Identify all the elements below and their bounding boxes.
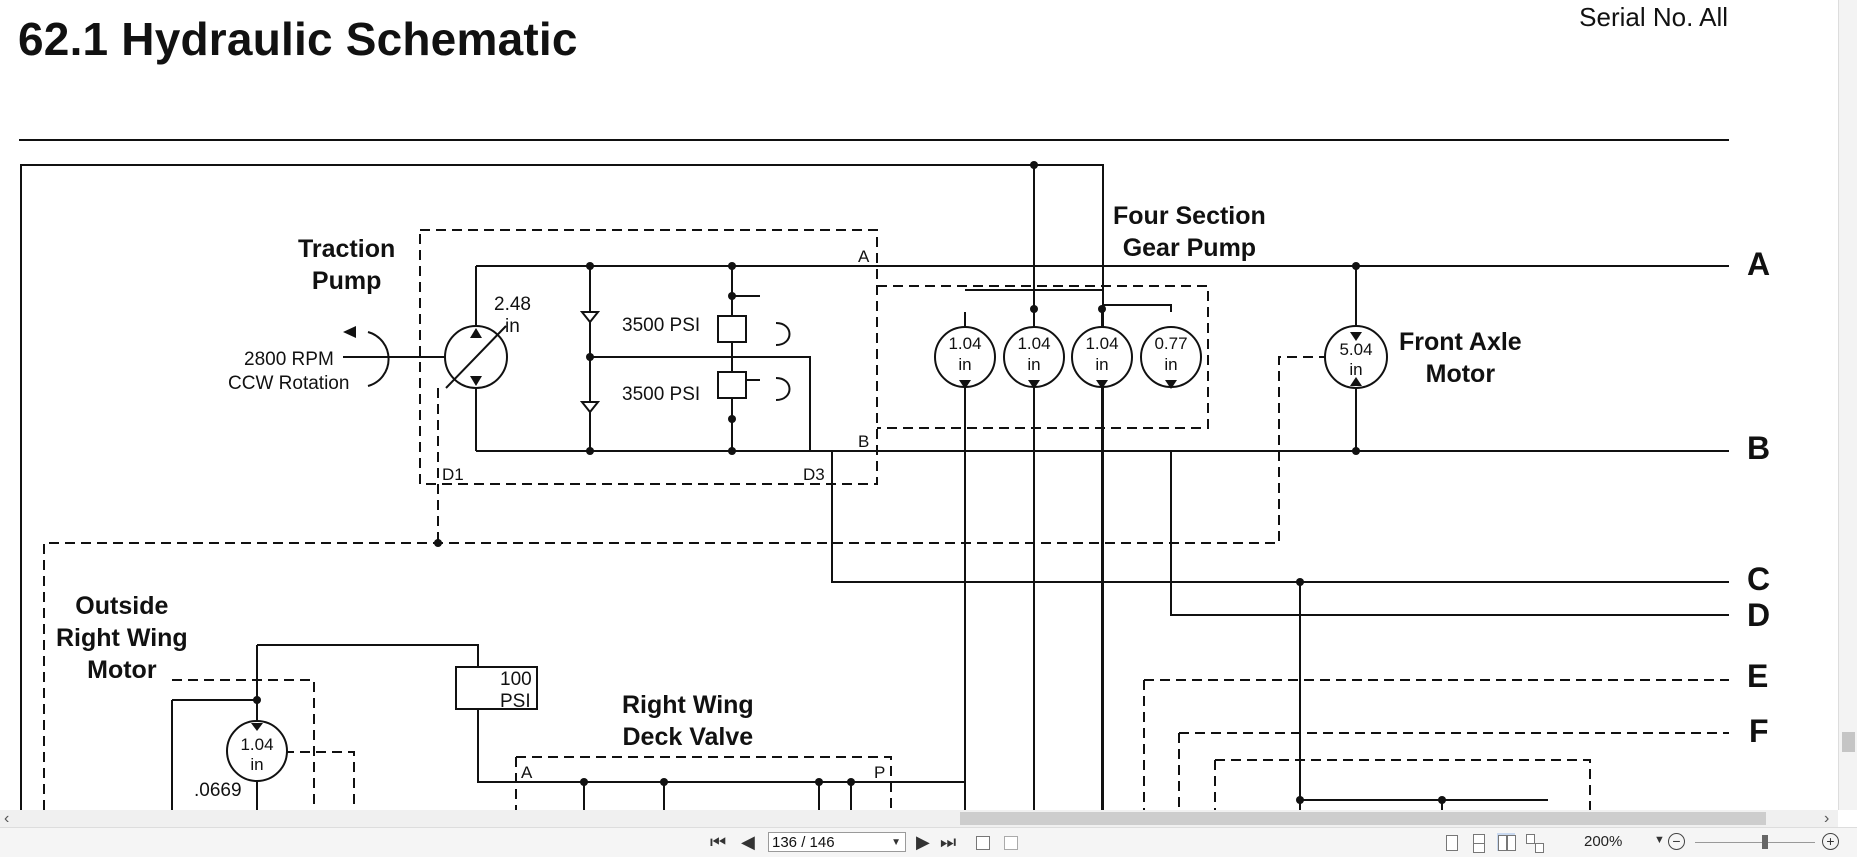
port-b: B [1747,430,1771,466]
pump-port-d3: D3 [803,465,825,484]
pump-port-a: A [858,247,870,266]
relief-100-value: 100 [500,669,532,690]
page-indicator: 136 / 146 [772,834,835,851]
relief-valve-1-pressure: 3500 PSI [622,315,701,336]
rotate-icon[interactable] [973,833,991,851]
pump-port-b: B [858,432,870,451]
valve-port-a: A [521,763,533,782]
horizontal-scroll-thumb[interactable] [960,812,1766,825]
last-page-icon[interactable]: ⏭ [940,832,957,852]
port-d: D [1747,597,1771,633]
viewer-toolbar: ⏮ ◀ 136 / 146 ▼ ▶ ⏭ 200% ▼ − + [0,827,1857,857]
page-number-input[interactable]: 136 / 146 ▼ [768,832,906,852]
first-page-icon[interactable]: ⏮ [710,832,727,852]
port-a: A [1747,246,1771,282]
rotation-text: CCW Rotation [228,373,350,394]
wing-motor-unit: in [250,755,264,774]
gear-section-2-unit: in [1027,355,1041,374]
vertical-scroll-thumb[interactable] [1842,732,1855,752]
two-page-icon[interactable] [1497,833,1516,851]
scroll-left-icon[interactable]: ‹ [4,810,10,827]
document-page: 62.1 Hydraulic Schematic Serial No. All [18,2,1771,810]
rpm-text: 2800 RPM [244,349,334,370]
gear-section-2-disp: 1.04 [1017,334,1051,353]
fit-icon[interactable] [1001,833,1019,851]
gear-section-3-disp: 1.04 [1085,334,1119,353]
pump-port-d1: D1 [442,465,464,484]
front-axle-disp: 5.04 [1339,340,1373,359]
port-e: E [1747,658,1769,694]
front-axle-unit: in [1349,360,1363,379]
zoom-out-icon[interactable]: − [1668,833,1685,850]
two-page-continuous-icon[interactable] [1525,833,1544,853]
zoom-in-icon[interactable]: + [1822,833,1839,850]
gear-section-4-unit: in [1164,355,1178,374]
serial-number: Serial No. All [1579,2,1728,32]
zoom-dropdown-icon[interactable]: ▼ [1654,834,1665,846]
label-outside-right-wing-motor: Outside Right Wing Motor [56,592,188,684]
relief-100-unit: PSI [500,691,531,712]
traction-displacement: 2.48 [494,294,531,315]
valve-port-p: P [874,763,886,782]
horizontal-scrollbar[interactable]: ‹ › [0,810,1838,827]
gear-section-1-disp: 1.04 [948,334,982,353]
gear-section-1-unit: in [958,355,972,374]
page-title: 62.1 Hydraulic Schematic [18,13,578,65]
zoom-slider[interactable] [1695,842,1815,843]
port-f: F [1749,713,1769,749]
next-page-icon[interactable]: ▶ [916,832,930,852]
prev-page-icon[interactable]: ◀ [741,832,755,852]
label-four-section-gear-pump: Four Section Gear Pump [1113,202,1266,262]
port-c: C [1747,561,1771,597]
continuous-icon[interactable] [1469,833,1487,853]
wing-motor-disp: 1.04 [240,735,274,754]
hydraulic-schematic [20,161,1729,810]
label-front-axle-motor: Front Axle Motor [1399,328,1522,388]
relief-valve-2-pressure: 3500 PSI [622,384,701,405]
page-dropdown-icon[interactable]: ▼ [891,837,901,848]
scroll-right-icon[interactable]: › [1824,810,1830,827]
traction-unit: in [505,316,520,337]
zoom-slider-thumb[interactable] [1762,835,1768,849]
title-rule [19,139,1729,141]
label-right-wing-deck-valve: Right Wing Deck Valve [622,691,754,751]
gear-section-4-disp: 0.77 [1154,334,1188,353]
gear-section-3-unit: in [1095,355,1109,374]
vertical-scrollbar[interactable] [1838,0,1857,810]
orifice-size: .0669 [194,780,242,801]
label-traction-pump: Traction Pump [298,235,396,295]
zoom-level: 200% [1584,833,1623,850]
single-page-icon[interactable] [1442,833,1460,851]
